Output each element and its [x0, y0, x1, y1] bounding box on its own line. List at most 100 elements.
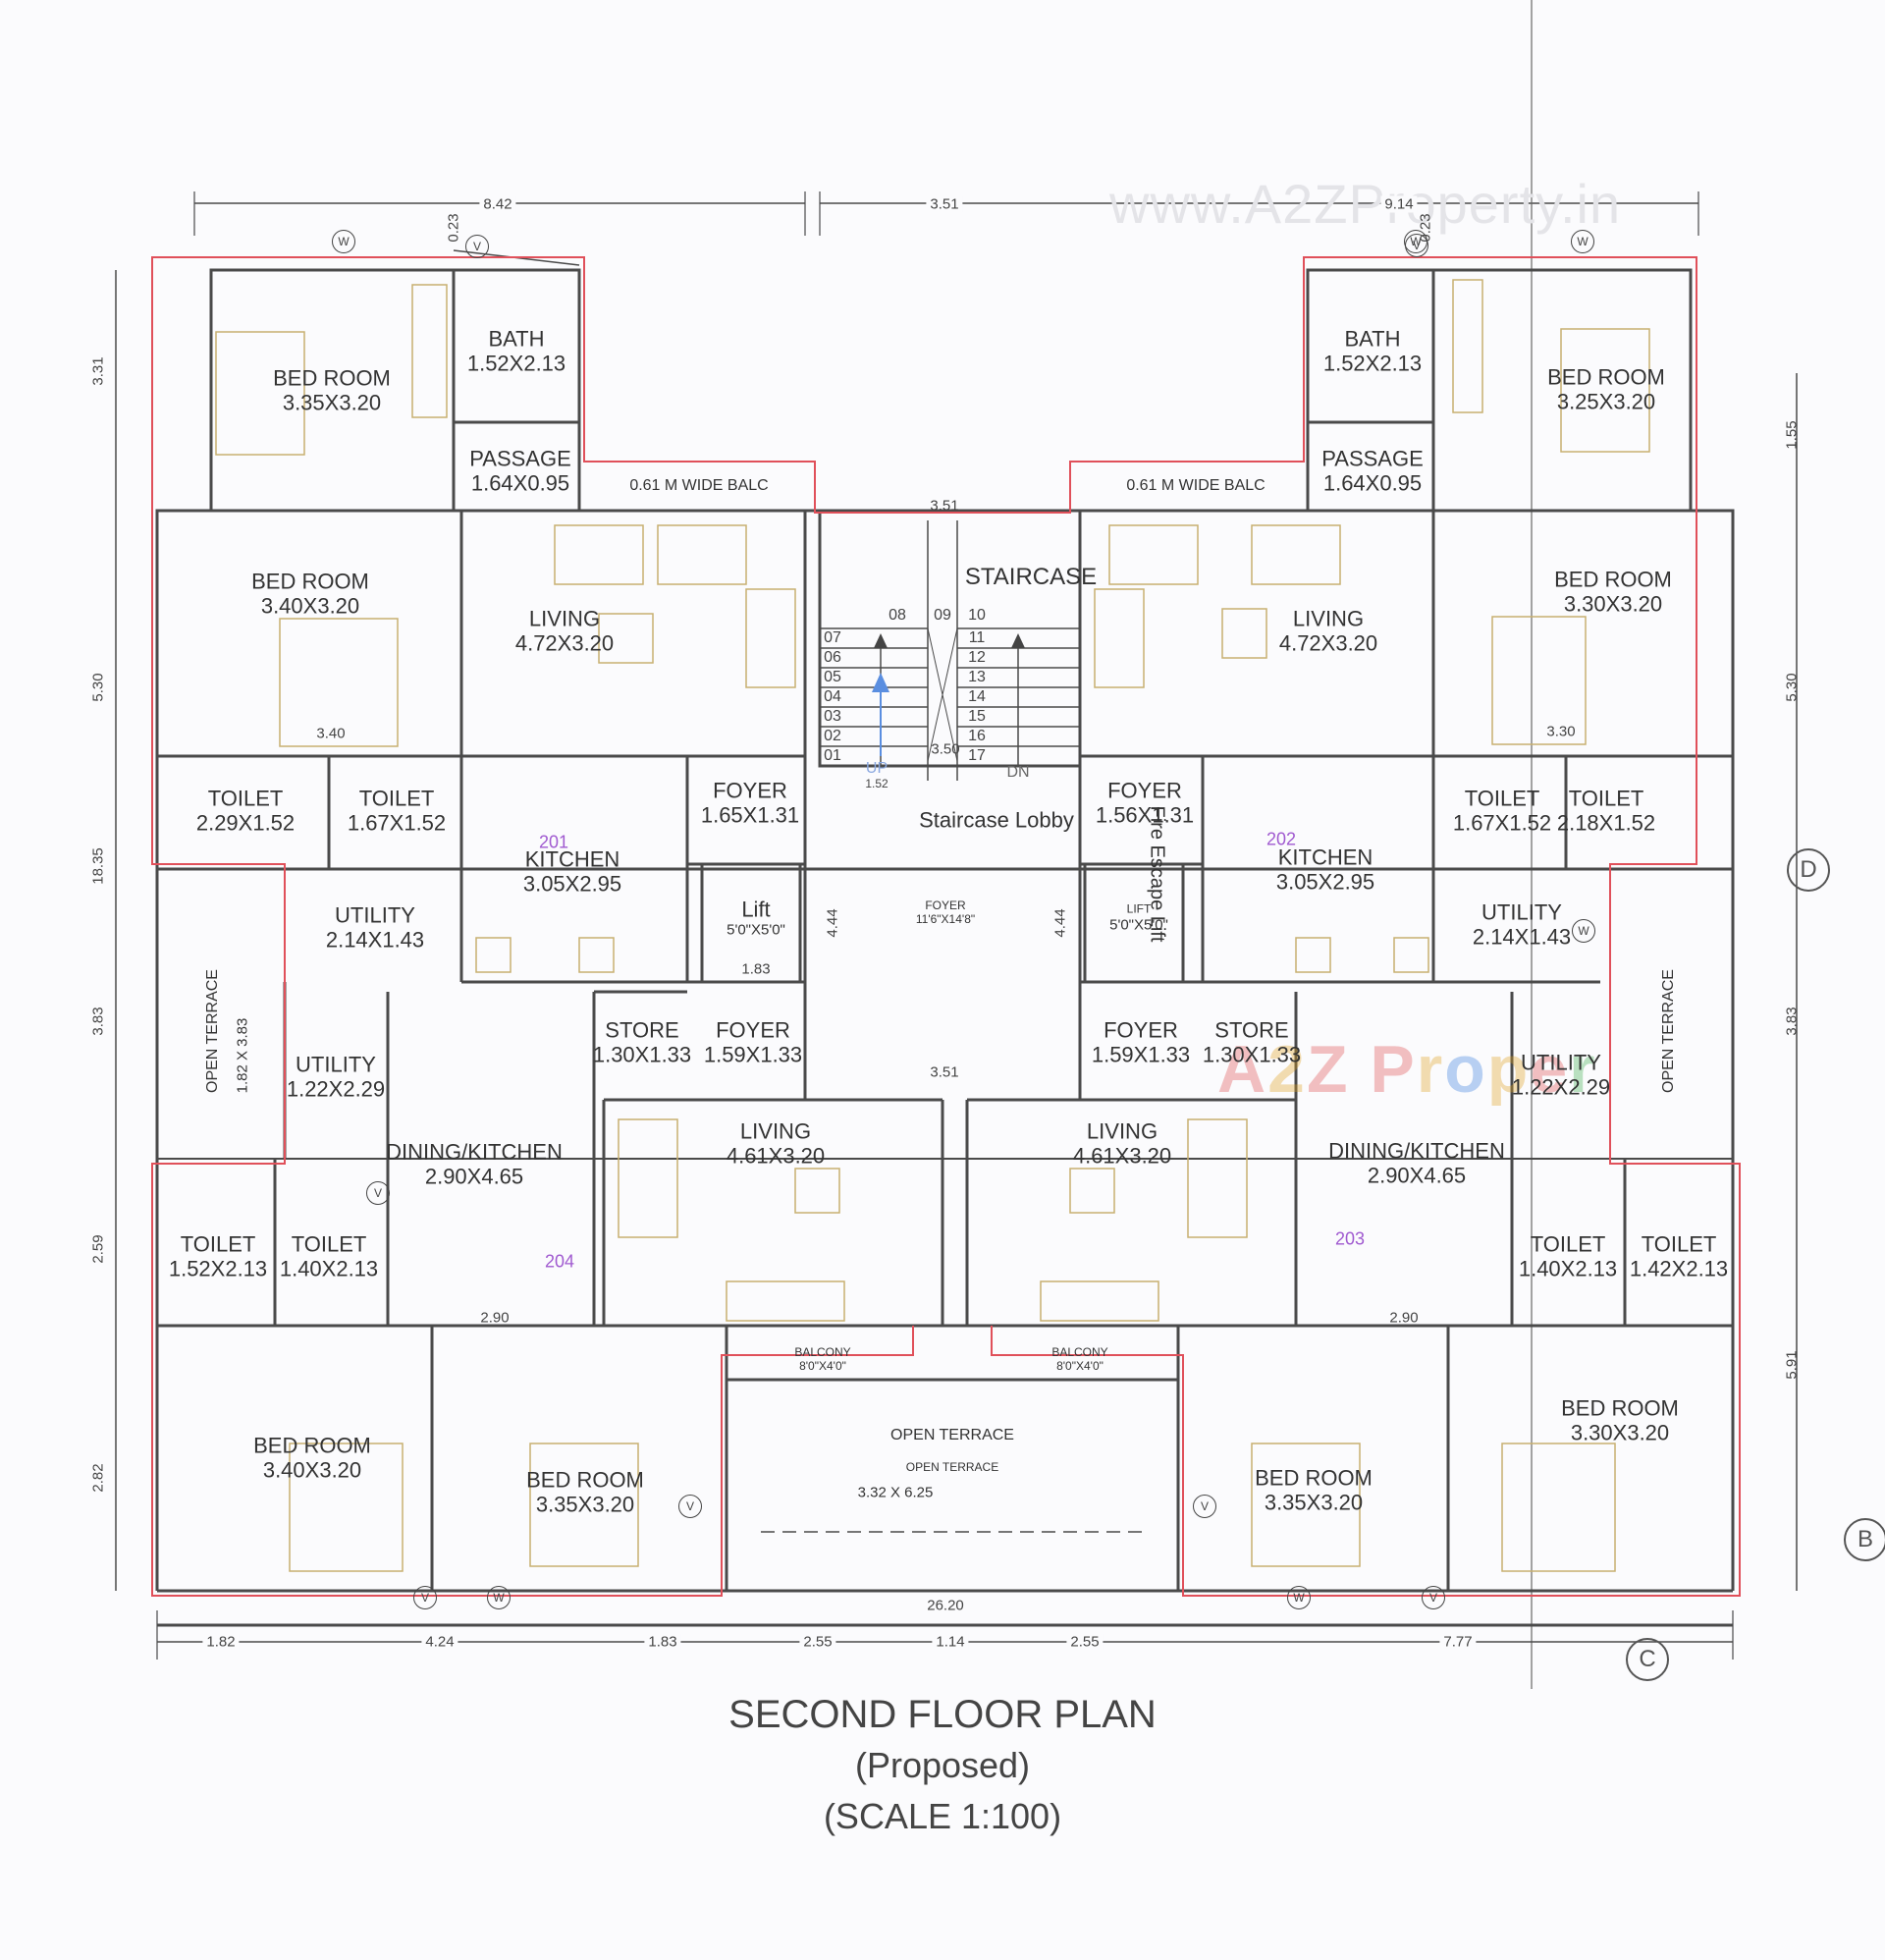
stair-step-08: 08: [889, 607, 906, 624]
room-u201-balcony: 0.61 M WIDE BALC: [629, 476, 769, 494]
dim-bottom-5: 1.14: [932, 1633, 969, 1651]
stair-step-16: 16: [968, 728, 986, 744]
ventilator-symbol-icon: V: [1193, 1495, 1216, 1518]
room-u204-open-terrace-size: 1.82 X 3.83: [234, 1017, 251, 1094]
dim-bottom-3: 1.83: [644, 1633, 681, 1651]
dim-lobby-width: 3.51: [930, 1063, 959, 1081]
dim-u203-dining-width: 2.90: [1389, 1309, 1419, 1327]
dim-stair-landing: 3.50: [931, 740, 960, 758]
stair-up-label: UP: [865, 760, 889, 777]
stair-step-02: 02: [824, 728, 841, 744]
ventilator-symbol-icon: V: [366, 1181, 390, 1205]
stair-step-12: 12: [968, 649, 986, 666]
stair-down-label: DN: [1006, 764, 1030, 781]
open-terrace-title: OPEN TERRACE: [890, 1426, 1014, 1443]
dim-bottom-1: 1.82: [202, 1633, 240, 1651]
ventilator-symbol-icon: V: [1422, 1586, 1445, 1609]
window-symbol-icon: W: [1572, 919, 1595, 943]
stair-step-07: 07: [824, 629, 841, 646]
window-symbol-icon: W: [1571, 230, 1594, 253]
ventilator-symbol-icon: V: [678, 1495, 702, 1518]
drawing-scale: (SCALE 1:100): [823, 1796, 1062, 1836]
dim-bottom-6: 2.55: [1066, 1633, 1104, 1651]
stair-step-03: 03: [824, 708, 841, 725]
dim-top-right: 9.14: [1380, 195, 1418, 213]
grid-marker-c: C: [1626, 1638, 1669, 1681]
watermark-logo: A2Z Proper: [1217, 1032, 1597, 1107]
dim-top-small-left: 0.23: [445, 213, 462, 243]
stair-step-04: 04: [824, 688, 841, 705]
drawing-title: SECOND FLOOR PLAN: [728, 1693, 1157, 1736]
drawing-title-block: SECOND FLOOR PLAN (Proposed) (SCALE 1:10…: [728, 1689, 1157, 1842]
dim-bottom-2: 4.24: [421, 1633, 458, 1651]
dim-u204-dining-width: 2.90: [480, 1309, 510, 1327]
grid-marker-b: B: [1844, 1518, 1885, 1561]
dim-left-1: 3.31: [89, 356, 107, 386]
dim-right-3: 3.83: [1783, 1007, 1801, 1036]
dim-right-4: 5.91: [1783, 1350, 1801, 1380]
watermark-url: www.A2ZProperty.in: [1109, 173, 1622, 235]
staircase-label: STAIRCASE: [964, 564, 1098, 591]
dim-lobby-left: 4.44: [824, 908, 841, 938]
room-u204-open-terrace: OPEN TERRACE: [203, 969, 221, 1093]
stair-step-06: 06: [824, 649, 841, 666]
stair-step-05: 05: [824, 669, 841, 685]
dim-u201-bed-width: 3.40: [316, 725, 346, 742]
stair-step-10: 10: [968, 607, 986, 624]
stair-step-01: 01: [824, 747, 841, 764]
stair-step-14: 14: [968, 688, 986, 705]
dim-top-center: 3.51: [926, 195, 963, 213]
dim-left-2: 5.30: [89, 673, 107, 702]
window-symbol-icon: W: [1287, 1586, 1311, 1609]
stair-step-15: 15: [968, 708, 986, 725]
dim-left-5: 2.59: [89, 1234, 107, 1264]
dim-right-1: 1.55: [1783, 420, 1801, 450]
dim-right-2: 5.30: [1783, 673, 1801, 702]
stair-step-11: 11: [968, 629, 986, 646]
dim-bottom-7: 7.77: [1439, 1633, 1477, 1651]
dim-left-3: 18.35: [89, 847, 107, 885]
dim-left-4: 3.83: [89, 1007, 107, 1036]
stair-step-09: 09: [934, 607, 951, 624]
room-u202-balcony: 0.61 M WIDE BALC: [1126, 476, 1266, 494]
room-u203-open-terrace: OPEN TERRACE: [1659, 969, 1677, 1093]
unit-number-203: 203: [1334, 1228, 1366, 1249]
dim-u202-bed-width: 3.30: [1546, 723, 1576, 740]
